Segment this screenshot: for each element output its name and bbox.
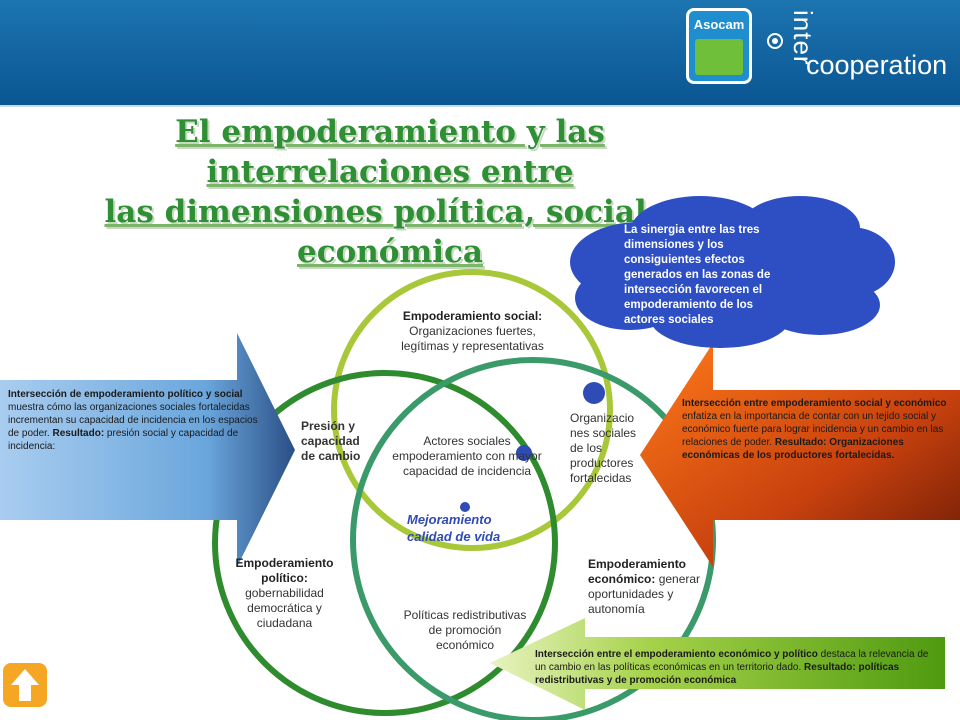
left-arrow-text-2: presión social y capacidad de incidencia…: [8, 428, 239, 452]
economic-line-1: generar: [658, 572, 701, 586]
pressure-label: Presión y capacidad de cambio: [301, 419, 376, 464]
left-arrow-bold-1: Intersección de empoderamiento político …: [8, 389, 243, 400]
intercooperation-logo-bottom: cooperation: [806, 50, 948, 80]
up-arrow-button[interactable]: [3, 663, 47, 707]
economic-line-3: autonomía: [588, 602, 645, 616]
asocam-logo-text: Asocam: [693, 17, 745, 32]
bottom-arrow-text: Intersección entre el empoderamiento eco…: [535, 648, 940, 687]
pressure-line-2: capacidad: [301, 434, 360, 448]
social-circle: [331, 269, 613, 551]
policies-line-1: Políticas redistributivas: [403, 608, 527, 622]
political-line-1: gobernabilidad: [245, 586, 324, 600]
pressure-line-1: Presión y: [301, 419, 356, 433]
political-line-2: democrática y: [247, 601, 322, 615]
improvement-line-1: Mejoramiento: [407, 512, 492, 527]
left-arrow-shape: [0, 333, 295, 567]
page-title: El empoderamiento y las interrelaciones …: [40, 112, 740, 272]
asocam-logo: Asocam: [686, 8, 752, 84]
title-line-2: las dimensiones política, social y econó…: [104, 194, 676, 270]
policies-line-3: económico: [435, 638, 495, 652]
cloud-shape: [570, 196, 895, 348]
right-arrow-text-1: enfatiza en la importancia de contar con…: [682, 411, 944, 448]
center-marker-dot: [516, 445, 532, 461]
orgs-marker-dot: [583, 382, 605, 404]
center-line-3: capacidad de incidencia: [402, 464, 532, 478]
policies-label: Políticas redistributivas de promoción e…: [385, 608, 545, 653]
center-line-2: empoderamiento con mayor: [392, 449, 542, 463]
radio-icon: [767, 33, 783, 49]
political-heading-1: Empoderamiento: [235, 556, 334, 570]
political-heading-2: político:: [261, 571, 308, 585]
title-line-1: El empoderamiento y las interrelaciones …: [175, 114, 605, 190]
political-circle: [212, 370, 558, 716]
right-arrow-shape: [640, 343, 960, 567]
up-arrow-icon: [11, 669, 39, 701]
bottom-arrow-shape: [490, 618, 945, 710]
economic-heading-1: Empoderamiento: [588, 557, 687, 571]
bottom-arrow-bold-1: Intersección entre el empoderamiento eco…: [535, 649, 818, 660]
orgs-line-1: Organizacio: [570, 411, 635, 425]
orgs-line-4: productores: [570, 456, 634, 470]
political-line-3: ciudadana: [256, 616, 313, 630]
social-line-2: legítimas y representativas: [401, 339, 544, 353]
asocam-logo-figure: [695, 39, 743, 75]
economic-label: Empoderamiento económico: generar oportu…: [588, 557, 718, 617]
center-actors-label: Actores sociales empoderamiento con mayo…: [382, 434, 552, 479]
social-line-1: Organizaciones fuertes,: [409, 324, 536, 338]
bottom-arrow-bold-2: Resultado: políticas redistributivas y d…: [535, 662, 900, 686]
left-arrow-text: Intersección de empoderamiento político …: [8, 388, 266, 453]
center-line-1: Actores sociales: [423, 434, 511, 448]
social-heading: Empoderamiento social:: [402, 309, 543, 323]
bottom-arrow-text-1: destaca la relevancia de un cambio en la…: [535, 649, 929, 673]
policies-line-2: de promoción: [428, 623, 502, 637]
improvement-marker-dot: [460, 502, 470, 512]
orgs-line-2: nes sociales: [570, 426, 637, 440]
right-arrow-bold-1: Intersección entre empoderamiento social…: [682, 398, 947, 409]
political-label: Empoderamiento político: gobernabilidad …: [222, 556, 347, 631]
orgs-line-5: fortalecidas: [570, 471, 632, 485]
orgs-line-3: de los: [570, 441, 603, 455]
right-arrow-text: Intersección entre empoderamiento social…: [682, 397, 947, 462]
right-arrow-bold-2: Resultado: Organizaciones económicas de …: [682, 437, 904, 461]
improvement-label: Mejoramiento calidad de vida: [407, 511, 537, 545]
cloud-synergy-text: La sinergia entre las tres dimensiones y…: [624, 224, 771, 326]
social-label: Empoderamiento social: Organizaciones fu…: [385, 309, 560, 354]
economic-heading-2: económico:: [588, 572, 656, 586]
orgs-label: Organizacio nes sociales de los producto…: [570, 411, 650, 486]
left-arrow-text-1: muestra cómo las organizaciones sociales…: [8, 402, 258, 439]
economic-line-2: oportunidades y: [588, 587, 674, 601]
left-arrow-bold-2: Resultado:: [52, 428, 105, 439]
header-bar: Asocam inter cooperation: [0, 0, 960, 107]
improvement-line-2: calidad de vida: [407, 529, 501, 544]
pressure-line-3: de cambio: [301, 449, 361, 463]
